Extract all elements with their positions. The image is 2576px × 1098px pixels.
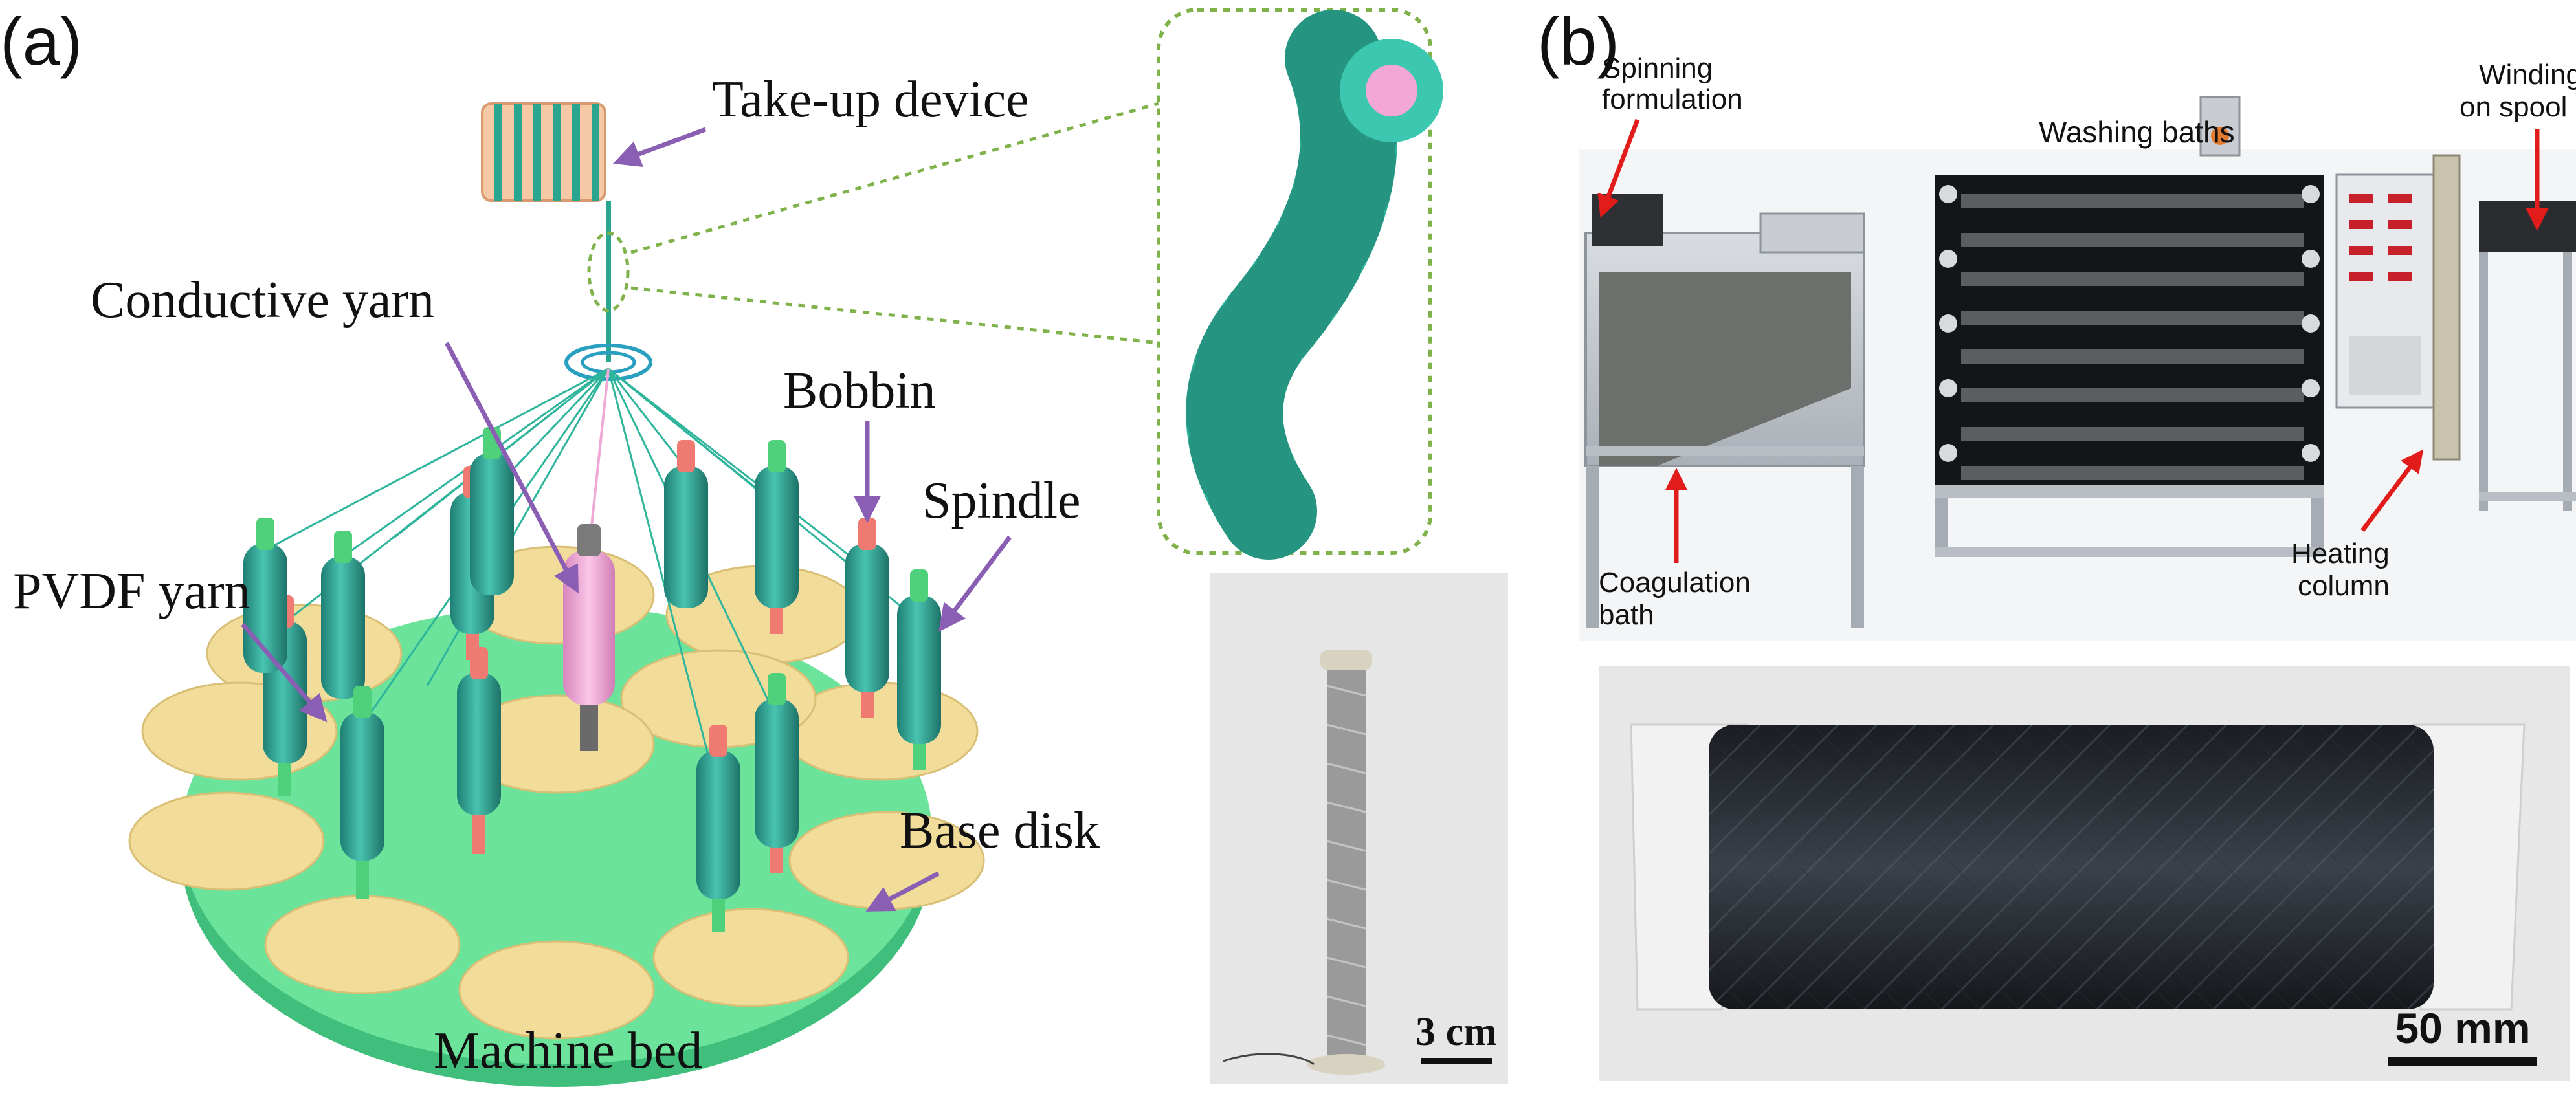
take-up-device-label: Take-up device — [712, 71, 1029, 128]
machine-bed-label: Machine bed — [434, 1022, 702, 1079]
conductive-yarn-arrow — [444, 342, 579, 594]
bobbin-label: Bobbin — [783, 362, 936, 419]
pvdf-yarn-arrow — [241, 622, 328, 723]
base-disk-label: Base disk — [900, 802, 1100, 859]
washing-baths-label: Washing baths — [2039, 115, 2235, 149]
panel-a-label: (a) — [0, 5, 82, 80]
heating-column-arrow — [2360, 449, 2424, 533]
conductive-yarn-label: Conductive yarn — [91, 272, 434, 329]
yarn-photo-inset: 3 cm — [1210, 573, 1508, 1084]
spindle-arrow — [938, 535, 1012, 632]
spinning-line-photo — [1579, 96, 2576, 641]
heating-column-label-line1: Heating — [2291, 538, 2390, 569]
spinning-formulation-label-line2: formulation — [1602, 83, 1743, 115]
pvdf-yarn-label: PVDF yarn — [13, 563, 250, 620]
take-up-device-illustration — [481, 102, 630, 362]
winding-on-spool-label-line2: on spool — [2459, 91, 2567, 123]
spool-scale-label: 50 mm — [2395, 1004, 2530, 1052]
coagulation-bath-label-line1: Coagulation — [1599, 567, 1751, 598]
heating-column-label-line2: column — [2298, 570, 2390, 602]
panel-b-label: (b) — [1537, 5, 1619, 80]
spinning-formulation-arrow — [1597, 118, 1640, 218]
spinning-formulation-label-line1: Spinning — [1602, 52, 1713, 84]
braided-yarn-inset — [1157, 8, 1443, 560]
base-disk-arrow — [865, 871, 940, 912]
panel-b: (b) — [1537, 5, 2576, 1081]
bobbins — [243, 427, 941, 932]
coagulation-bath-label-line2: bath — [1599, 599, 1654, 631]
yarn-scale-label: 3 cm — [1416, 1010, 1497, 1054]
base-disks — [128, 545, 985, 1040]
spool-photo: 50 mm — [1599, 666, 2570, 1081]
take-up-arrow — [613, 127, 707, 168]
winding-on-spool-label-line1: Winding — [2479, 59, 2576, 91]
spindle-label: Spindle — [922, 472, 1080, 529]
panel-a: (a) Take-up device — [0, 5, 1508, 1087]
